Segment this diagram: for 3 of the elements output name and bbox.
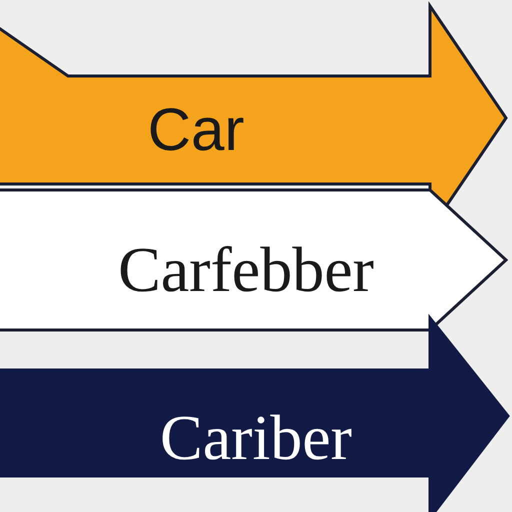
- band-label: Car: [148, 100, 244, 160]
- band-label: Cariber: [160, 406, 352, 470]
- band-label: Carfebber: [118, 238, 374, 302]
